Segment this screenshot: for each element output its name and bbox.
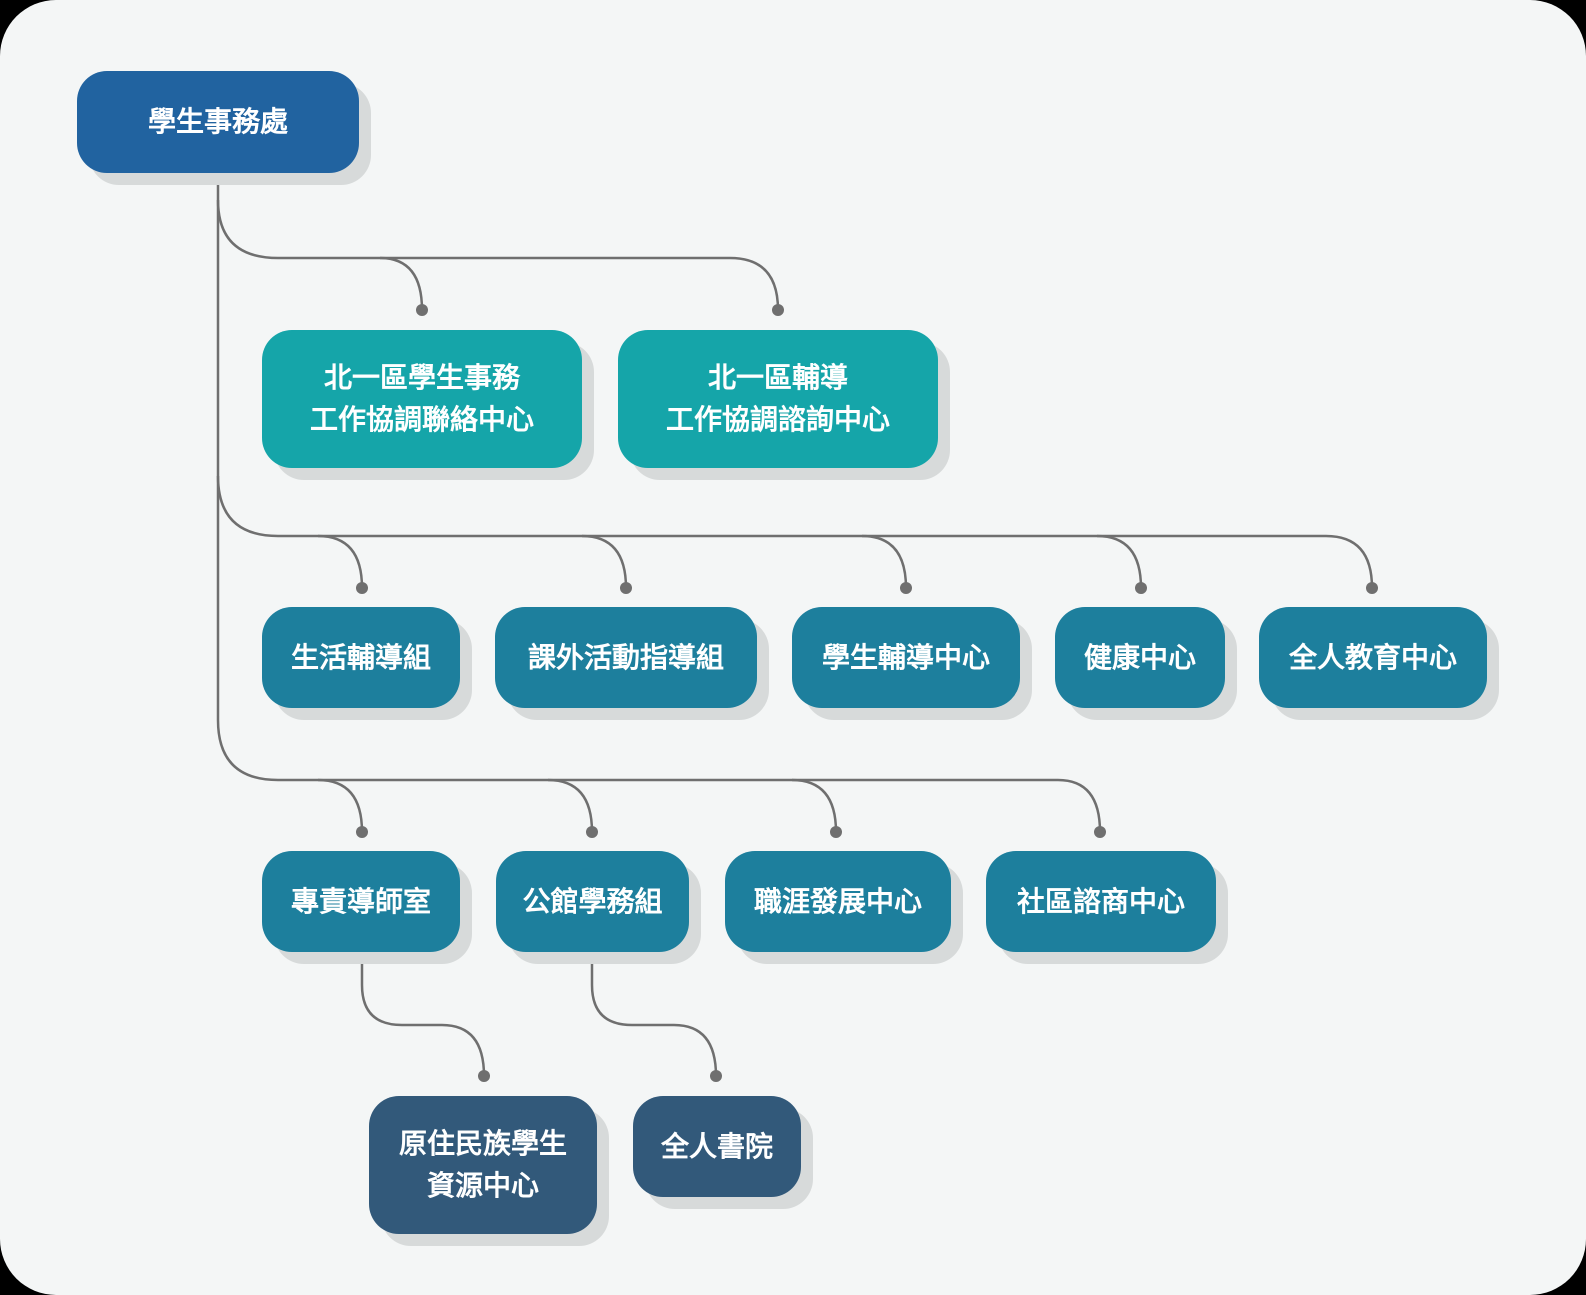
node-extracurricular[interactable]: 課外活動指導組 bbox=[495, 607, 757, 708]
tier2-branch-1 bbox=[317, 534, 364, 589]
tier3-branch-3 bbox=[791, 778, 838, 833]
node-holistic-college[interactable]: 全人書院 bbox=[633, 1096, 801, 1197]
tier3-branch-1 bbox=[317, 778, 364, 833]
connector-dots bbox=[356, 304, 1378, 1082]
tier4-branch-1 bbox=[360, 952, 486, 1077]
node-mentor-office[interactable]: 專責導師室 bbox=[262, 851, 460, 952]
node-career-center[interactable]: 職涯發展中心 bbox=[725, 851, 951, 952]
node-north-student-affairs-center[interactable]: 北一區學生事務 工作協調聯絡中心 bbox=[262, 330, 582, 468]
trunk-line bbox=[216, 172, 1102, 833]
tier3-branch-2 bbox=[547, 778, 594, 833]
tier2-branch-3 bbox=[861, 534, 908, 589]
node-indigenous-resource-center[interactable]: 原住民族學生 資源中心 bbox=[369, 1096, 597, 1234]
tier4-branch-2 bbox=[590, 952, 718, 1077]
tier2-bus bbox=[216, 475, 1374, 589]
node-holistic-education[interactable]: 全人教育中心 bbox=[1259, 607, 1487, 708]
tier2-branch-2 bbox=[581, 534, 628, 589]
node-gongguan-affairs[interactable]: 公館學務組 bbox=[496, 851, 689, 952]
node-life-guidance[interactable]: 生活輔導組 bbox=[262, 607, 460, 708]
node-north-counseling-center[interactable]: 北一區輔導 工作協調諮詢中心 bbox=[618, 330, 938, 468]
node-student-counseling[interactable]: 學生輔導中心 bbox=[792, 607, 1020, 708]
node-health-center[interactable]: 健康中心 bbox=[1055, 607, 1225, 708]
node-student-affairs-office[interactable]: 學生事務處 bbox=[77, 71, 359, 173]
node-community-counseling[interactable]: 社區諮商中心 bbox=[986, 851, 1216, 952]
tier2-branch-4 bbox=[1096, 534, 1143, 589]
tier1-branch bbox=[379, 256, 424, 311]
tier1-bus bbox=[216, 199, 780, 311]
